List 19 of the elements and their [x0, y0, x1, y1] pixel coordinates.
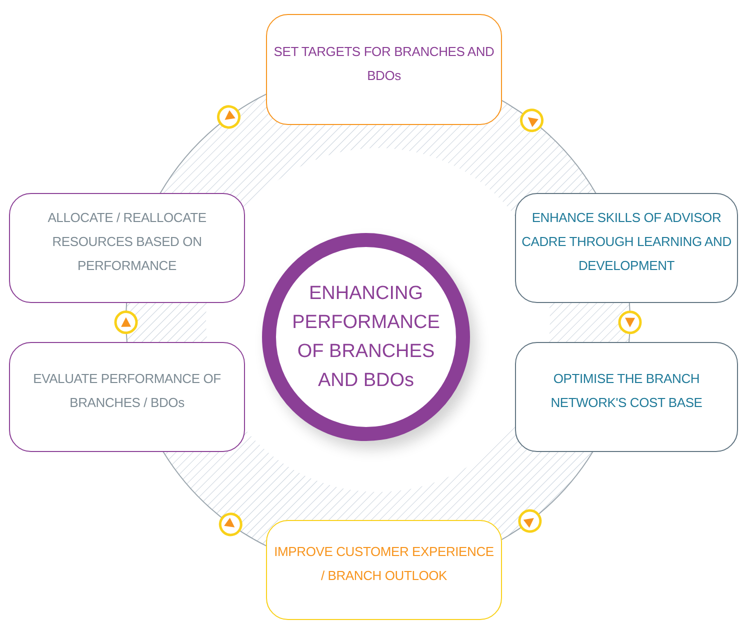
process-box — [266, 14, 502, 125]
arrow — [501, 100, 596, 194]
arrow — [162, 451, 267, 546]
step-text: SET TARGETS FOR BRANCHES AND BDOs — [272, 42, 496, 84]
arrow — [618, 302, 642, 343]
step-text: OPTIMISE THE BRANCH NETWORK'S COST BASE — [550, 370, 704, 412]
arrow — [501, 451, 594, 540]
arrow — [160, 94, 267, 194]
arrow — [114, 302, 138, 343]
center-title: ENHANCING PERFORMANCE OF BRANCHES AND BDOs — [292, 282, 440, 393]
step-text: IMPROVE CUSTOMER EXPERIENCE / BRANCH OUTLOOK — [273, 543, 495, 585]
process-box — [9, 193, 245, 303]
step-text: ENHANCE SKILLS OF ADVISOR CADRE THROUGH LEARNING AND DEVELOPMENT — [520, 209, 732, 275]
process-box — [515, 193, 738, 303]
step-text: ALLOCATE / REALLOCATE RESOURCES BASED ON PERFORMANCE — [46, 209, 208, 275]
process-box — [9, 342, 245, 452]
process-box — [266, 520, 502, 620]
step-text: EVALUATE PERFORMANCE OF BRANCHES / BDOs — [32, 370, 222, 412]
process-box — [515, 342, 738, 452]
